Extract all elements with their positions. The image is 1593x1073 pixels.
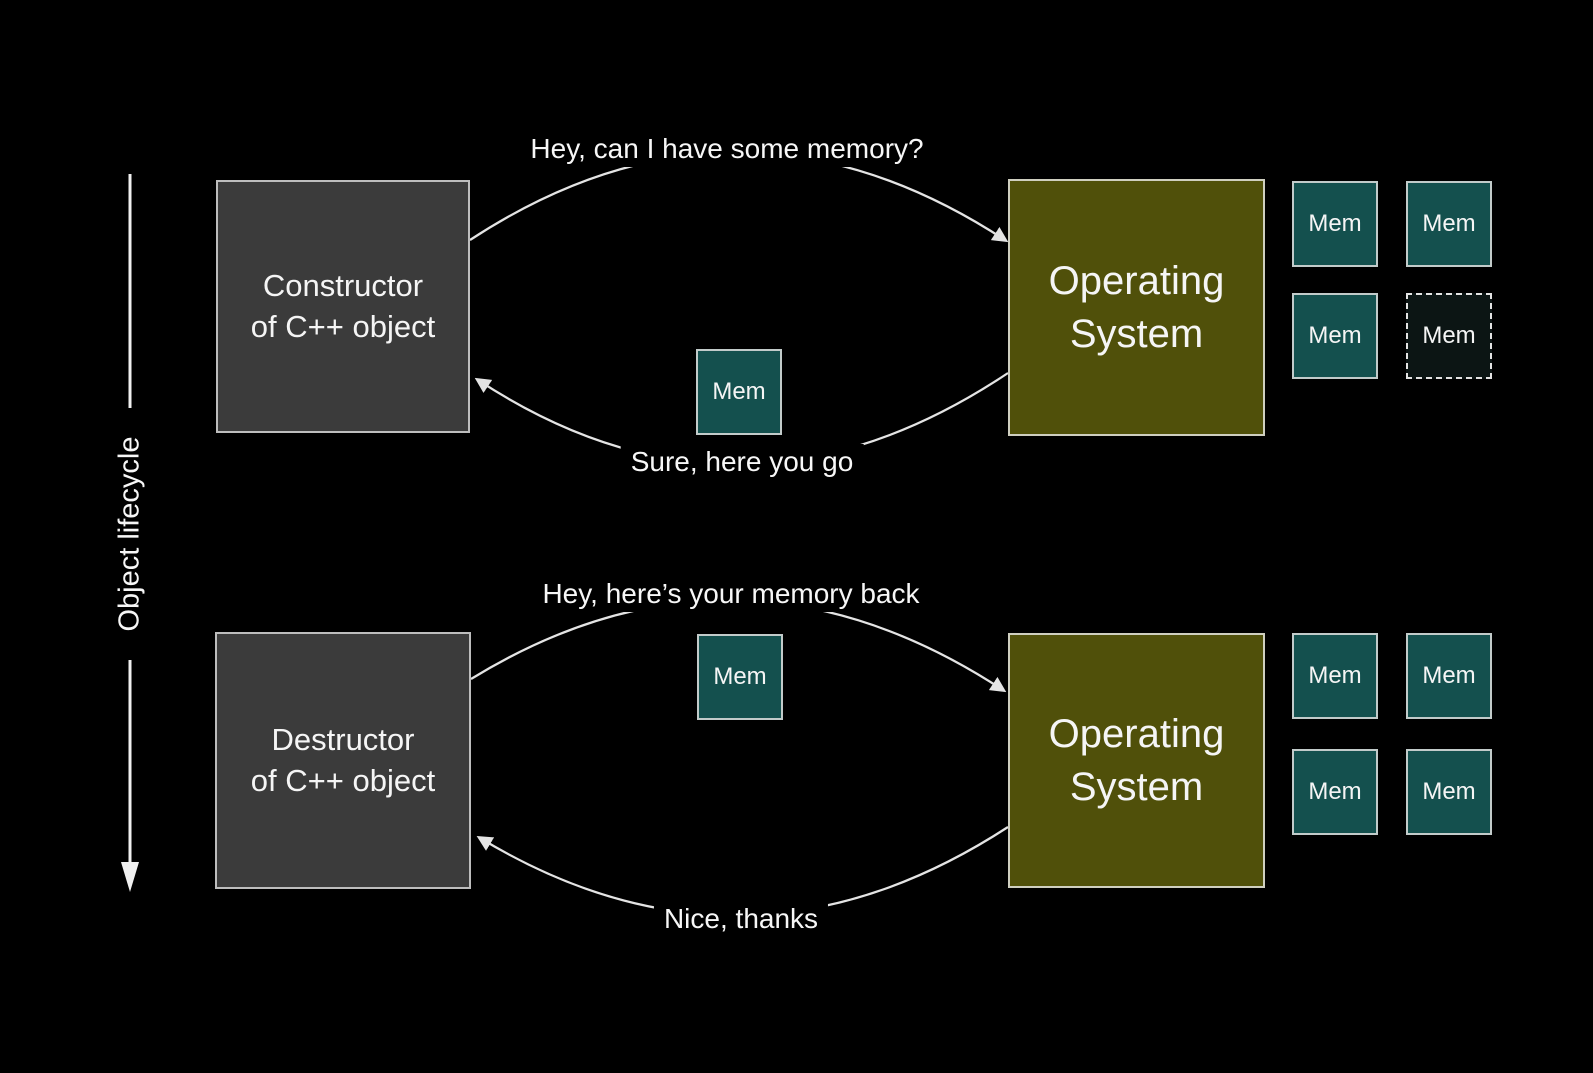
os-mem-chip: Mem xyxy=(1292,749,1378,835)
lifecycle-axis-label: Object lifecycle xyxy=(109,422,151,646)
os-mem-chip: Mem xyxy=(1406,633,1492,719)
mem-chip-label: Mem xyxy=(1308,210,1362,237)
transferred-mem-chip-top: Mem xyxy=(696,349,782,435)
transferred-mem-chip-bottom: Mem xyxy=(697,634,783,720)
os-mem-chip: Mem xyxy=(1406,749,1492,835)
mem-chip-label: Mem xyxy=(1308,322,1362,349)
operating-system-box-top: Operating System xyxy=(1008,179,1265,436)
lifecycle-arrowhead xyxy=(121,862,139,892)
os-mem-chip: Mem xyxy=(1292,181,1378,267)
constructor-box-label: Constructor of C++ object xyxy=(250,267,436,344)
destructor-box: Destructor of C++ object xyxy=(215,632,471,889)
operating-system-label-top: Operating System xyxy=(1048,258,1225,356)
mem-chip-label: Mem xyxy=(1422,778,1476,805)
memory-request-message: Hey, can I have some memory? xyxy=(520,131,934,167)
memory-ack-message: Nice, thanks xyxy=(653,901,829,937)
operating-system-label-bottom: Operating System xyxy=(1048,711,1225,809)
mem-chip-label: Mem xyxy=(712,378,766,405)
mem-chip-label: Mem xyxy=(713,663,767,690)
os-mem-chip: Mem xyxy=(1406,181,1492,267)
mem-chip-label: Mem xyxy=(1422,662,1476,689)
destructor-box-label: Destructor of C++ object xyxy=(250,721,436,798)
os-mem-chip-lent-out: Mem xyxy=(1406,293,1492,379)
mem-chip-label: Mem xyxy=(1308,662,1362,689)
constructor-box: Constructor of C++ object xyxy=(216,180,470,433)
mem-chip-label: Mem xyxy=(1422,322,1476,349)
mem-chip-label: Mem xyxy=(1308,778,1362,805)
memory-return-message: Hey, here’s your memory back xyxy=(532,576,930,612)
mem-chip-label: Mem xyxy=(1422,210,1476,237)
memory-grant-message: Sure, here you go xyxy=(620,444,864,480)
os-mem-chip: Mem xyxy=(1292,633,1378,719)
os-mem-chip: Mem xyxy=(1292,293,1378,379)
operating-system-box-bottom: Operating System xyxy=(1008,633,1265,888)
